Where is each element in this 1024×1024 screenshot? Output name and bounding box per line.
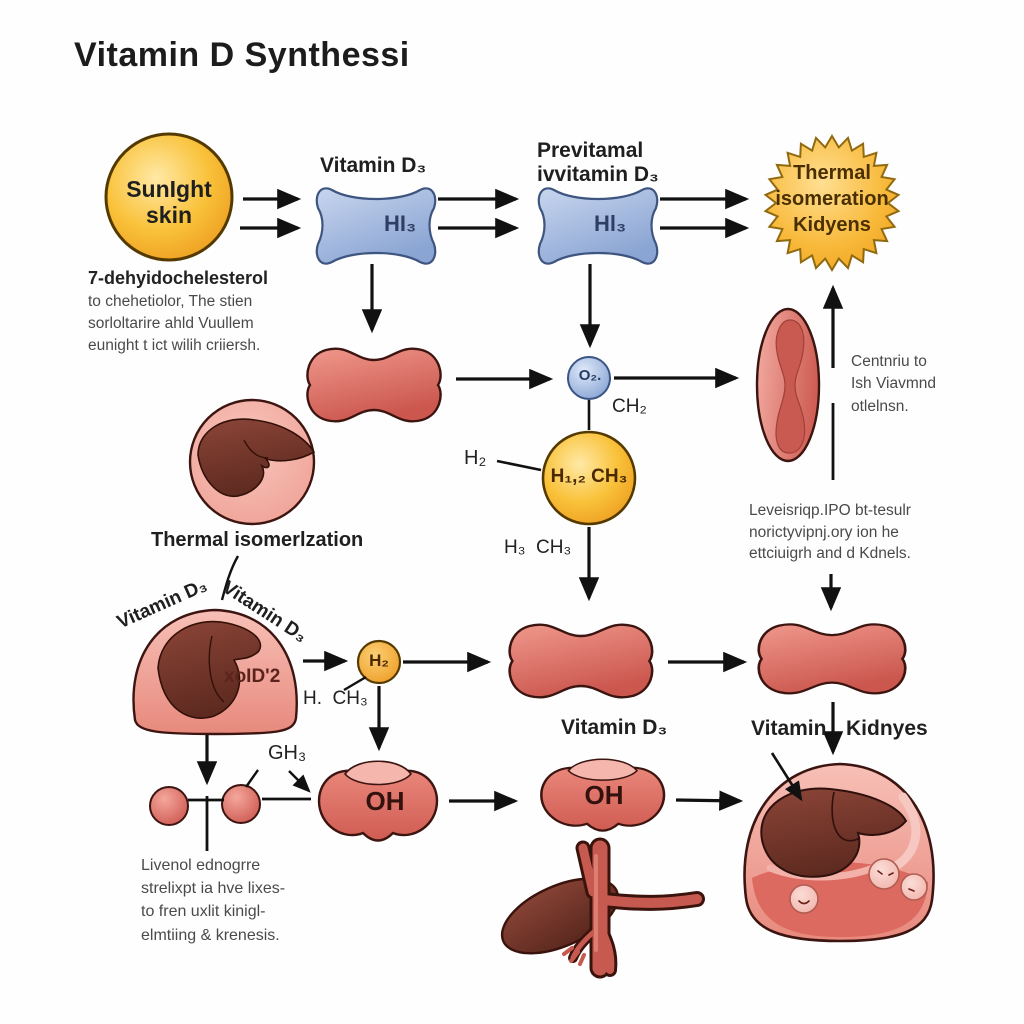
h3-ch3-label: H₃ CH₃ [504,537,572,558]
capsule-shape [755,307,821,463]
kidneys-word-label: Kidnyes [846,717,928,740]
o2-label: O₂. [578,367,602,384]
note-line: Ish Viavmnd [851,375,937,393]
dehydrocholesterol-note: 7-dehyidochelesterol to chehetiolor, The… [88,266,268,356]
line-thermal-slash [220,555,240,601]
note-line: eunight t ict wilih criiersh. [88,336,261,354]
h2-molecule-shape [356,639,402,685]
vitamin-word-label: Vitamin [751,717,827,740]
starburst-label-line2: isomeration [775,188,889,210]
line-gh3-to-sphere [245,769,259,788]
red-bone-shape-1 [306,347,442,423]
previtamin-label-line2: ivvitamin D₃ [537,162,659,186]
note-line: otlelnsn. [851,397,909,415]
sun-shape [104,132,234,262]
liver-dome-shape [132,608,298,736]
blood-vessel-shape [500,837,705,979]
sun-label-line1: SunIght [126,176,212,202]
previtamin-label: Previtamal ivvitamin D₃ [537,139,659,186]
vitamin-d3-bottom-label: Vitamin D₃ [561,716,668,739]
note-line: norictyvipnj.ory ion he [749,523,899,541]
previtamin-d3-shape [315,187,437,265]
h2-label: H₂ [464,447,487,469]
starburst-label-line1: Thermal [793,162,871,184]
thermal-starburst-shape [763,134,901,272]
oh-label-1: OH [365,786,405,816]
red-bone-shape-2 [508,623,654,699]
yellow-molecule-label: H₁,₂ CH₃ [550,466,628,487]
sun-label: SunIght skin [109,176,229,229]
note-line: sorloltarire ahld Vuullem [88,314,254,332]
red-sphere-2 [221,784,261,824]
arrow-vitamin-to-liver [770,752,803,802]
starburst-label-line3: Kidyens [793,214,871,236]
blue2-inner-label: Hl₃ [594,211,627,236]
note-line: ettciuigrh and d Kdnels. [749,545,911,563]
dome-inner-label: xoID'2 [224,666,281,687]
capsule-note: Centnriu to Ish Viavmnd otlelnsn. [851,351,936,418]
kidney-liver-dome-shape [743,762,935,943]
note-line: Leveisriqp.IPO bt-tesulr [749,502,911,519]
blue1-inner-label: HI₃ [384,211,417,236]
note-line: Centnriu to [851,353,927,370]
arrows-layer [188,188,844,851]
note-line: to fren uxlit kinigl- [141,903,266,921]
liver-circle-shape [188,398,316,526]
yellow-molecule-shape [541,430,637,526]
oh-label-2: OH [584,780,624,810]
page-title: Vitamin D Synthessi [74,36,410,74]
starburst-label: Thermal isomeration Kidyens [747,160,917,238]
gh3-label: GH₃ [268,742,307,764]
ch2-label: CH₂ [612,396,647,417]
sun-label-line2: skin [145,202,193,229]
bottom-left-note: Livenol ednogrre strelixpt ia hve lixes-… [141,854,285,947]
dehydrocholesterol-heading: 7-dehyidochelesterol [88,268,269,288]
line-h2-to-yellow [496,459,542,472]
arrow-oh2-to-liver [675,790,744,811]
red-sphere-1 [149,786,189,826]
thermal-isomerization-label: Thermal isomerlzation [151,529,364,551]
red-bone-shape-3 [757,623,907,695]
previtamin-label-line1: Previtamal [537,139,644,162]
h2-small-label: H₂ [369,651,389,670]
o2-molecule-shape [567,356,611,400]
note-line: elmtiing & krenesis. [141,926,280,944]
note-line: strelixpt ia hve lixes- [141,880,286,898]
vitamin-d3-top-label: Vitamin D₃ [320,154,427,177]
arrow-gh3-to-oh1 [288,770,311,793]
line-ch3-to-h2small [343,675,367,692]
note-line: to chehetiolor, The stien [88,293,253,311]
previtamin-d3-shape-2 [537,187,659,265]
kidney-note: Leveisriqp.IPO bt-tesulr norictyvipnj.or… [749,500,911,565]
oh-bone-shape-2 [540,758,666,832]
h-ch3-label: H. CH₃ [303,688,368,709]
oh-bone-shape-1 [317,760,439,842]
note-line: Livenol ednogrre [141,857,261,874]
